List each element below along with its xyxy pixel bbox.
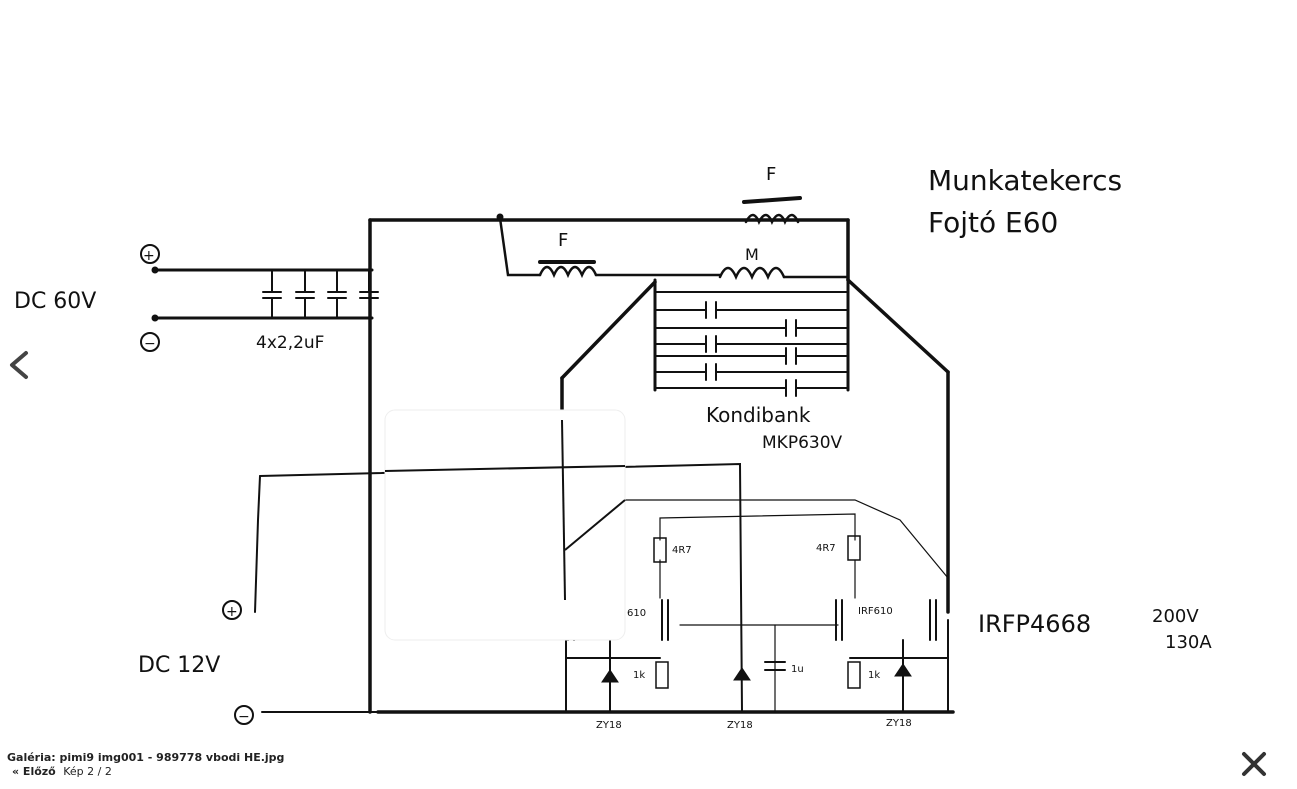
zener-label-right: ZY18 (886, 718, 912, 729)
resistor-4r7-left: 4R7 (672, 545, 692, 556)
title-munkatekercs: Munkatekercs (928, 164, 1122, 197)
resistor-4r7-right: 4R7 (816, 543, 836, 554)
gallery-title: Galéria: pimi9 img001 - 989778 vbodi HE.… (7, 751, 285, 764)
close-icon (1242, 752, 1266, 776)
coil-m-label: M (745, 245, 759, 264)
dc60-label: DC 60V (14, 289, 96, 314)
schematic-image: DC 60V + − 4x2,2uF F F M Kondibank MKP63… (14, 164, 1212, 731)
kondibank-label: Kondibank (706, 403, 811, 427)
dc12-minus: − (238, 709, 250, 725)
gallery-caption: Galéria: pimi9 img001 - 989778 vbodi HE.… (7, 751, 707, 783)
image-counter: Kép 2 / 2 (63, 765, 112, 778)
cap-1u-label: 1u (791, 664, 804, 675)
chevron-left-icon (10, 351, 28, 379)
dc12-label: DC 12V (138, 653, 220, 678)
title-fojto: Fojtó E60 (928, 206, 1058, 239)
previous-link[interactable]: « Előző (12, 765, 56, 778)
zener-label-left: ZY18 (596, 720, 622, 731)
mosfet-small-right: IRF610 (858, 606, 893, 617)
cap-bank-label: 4x2,2uF (256, 333, 324, 353)
rating-current: 130A (1165, 632, 1212, 653)
close-button[interactable] (1236, 746, 1272, 782)
resistor-1k-left: 1k (633, 670, 645, 681)
choke-f-label-upper: F (766, 164, 776, 185)
rating-voltage: 200V (1152, 606, 1199, 627)
choke-f-label-lower: F (558, 230, 568, 251)
dc12-plus: + (226, 604, 238, 620)
gallery-nav: « Előző Kép 2 / 2 (7, 765, 707, 779)
kondibank-rating: MKP630V (762, 433, 843, 453)
previous-image-button[interactable] (4, 345, 34, 385)
mosfet-main-label: IRFP4668 (978, 610, 1091, 638)
mosfet-small-left: 610 (627, 608, 646, 619)
resistor-1k-right: 1k (868, 670, 880, 681)
dc60-plus: + (143, 248, 155, 264)
dc60-minus: − (144, 336, 156, 352)
zener-label-mid: ZY18 (727, 720, 753, 731)
